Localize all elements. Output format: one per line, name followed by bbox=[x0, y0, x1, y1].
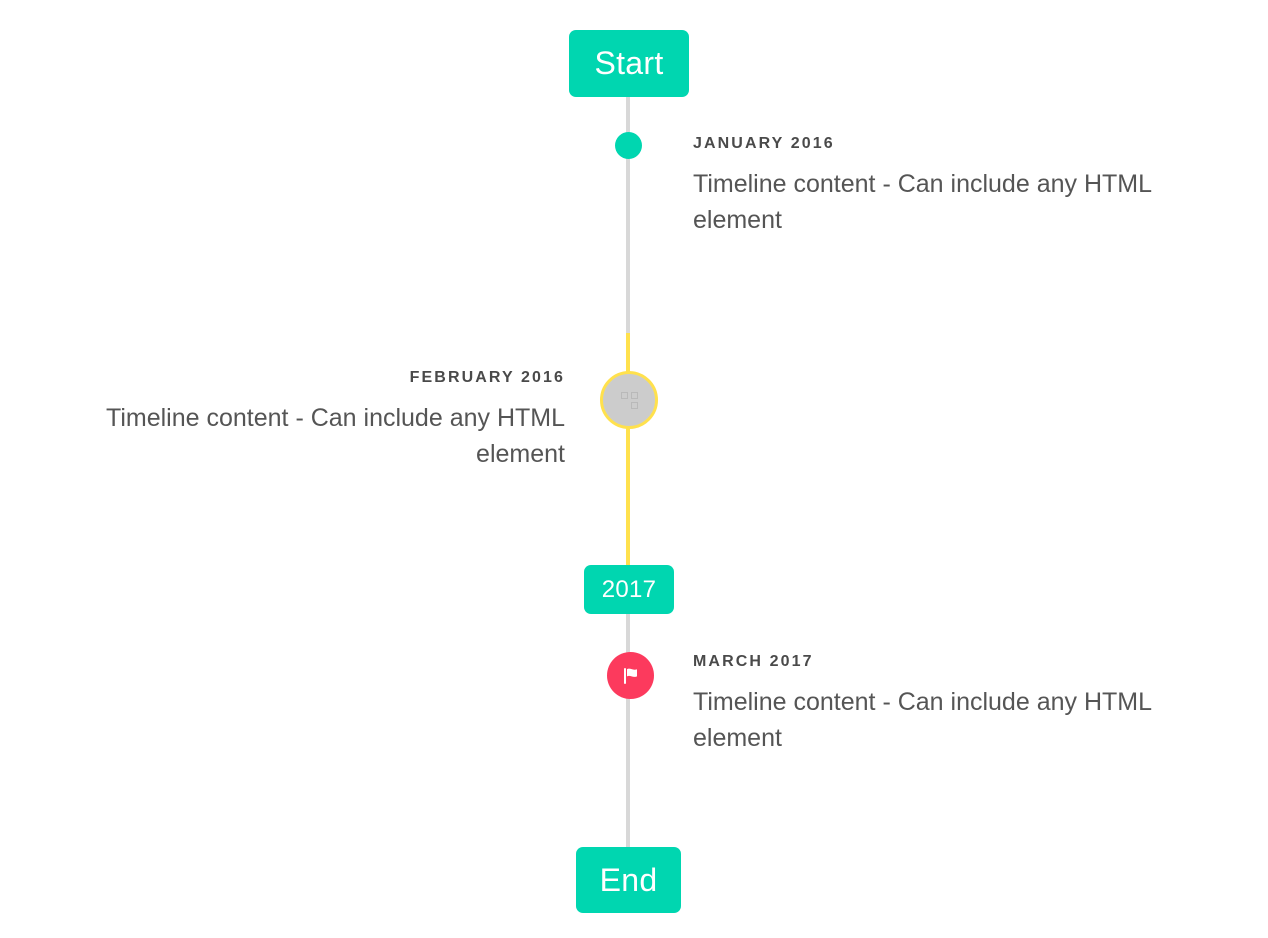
timeline-axis-february-highlight-upper bbox=[626, 333, 630, 378]
timeline-marker-march[interactable] bbox=[607, 652, 654, 699]
timeline-entry-body: Timeline content - Can include any HTML … bbox=[693, 688, 1152, 752]
timeline-entry-january-2016: JANUARY 2016 Timeline content - Can incl… bbox=[693, 134, 1223, 238]
timeline-entry-date: MARCH 2017 bbox=[693, 653, 814, 670]
timeline-entry-body: Timeline content - Can include any HTML … bbox=[106, 404, 565, 468]
timeline-entry-date: JANUARY 2016 bbox=[693, 135, 835, 152]
filled-circle-icon[interactable] bbox=[615, 132, 642, 159]
timeline-entry-march-2017: MARCH 2017 Timeline content - Can includ… bbox=[693, 652, 1223, 756]
timeline-entry-february-2016: FEBRUARY 2016 Timeline content - Can inc… bbox=[35, 368, 565, 472]
timeline-axis-january-to-february bbox=[626, 158, 630, 333]
timeline-entry-date: FEBRUARY 2016 bbox=[409, 369, 565, 386]
timeline-marker-february[interactable] bbox=[600, 371, 658, 429]
timeline-entry-body: Timeline content - Can include any HTML … bbox=[693, 170, 1152, 234]
flag-icon bbox=[619, 664, 643, 688]
timeline-start-label[interactable]: Start bbox=[569, 30, 689, 97]
timeline-axis-february-to-2017 bbox=[626, 422, 630, 570]
timeline-axis-start-to-january bbox=[626, 97, 630, 135]
timeline-year-label-2017[interactable]: 2017 bbox=[584, 565, 674, 614]
missing-glyph-icon bbox=[620, 391, 638, 409]
timeline-axis-march-to-end bbox=[626, 692, 630, 852]
timeline-end-label[interactable]: End bbox=[576, 847, 681, 913]
timeline-axis-2017-to-march bbox=[626, 612, 630, 664]
